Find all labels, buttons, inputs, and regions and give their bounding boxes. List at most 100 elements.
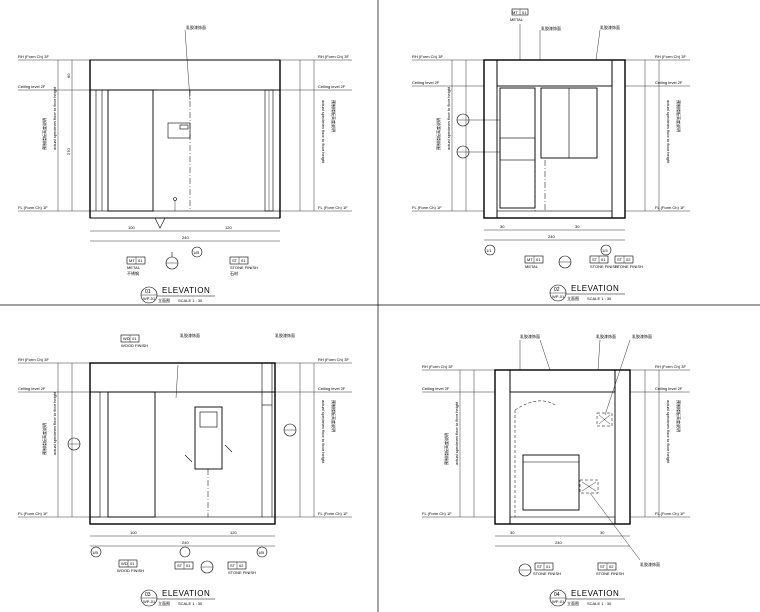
tag2-num: 01	[241, 258, 246, 263]
p3-dim-2: 120	[230, 530, 237, 535]
p3-grid-right: 1/B	[258, 550, 264, 555]
p2-leader-2: 乳胶漆饰面	[600, 24, 620, 30]
title-scale-04: SCALE 1 : 30	[587, 601, 612, 606]
title-ref-04: WP-01	[552, 599, 565, 604]
p3-dim-total: 240	[182, 540, 189, 545]
p2-toptag-en: METAL	[510, 17, 524, 22]
p2-tag3-num: 02	[626, 257, 631, 262]
p2-dim-2: 30	[575, 224, 580, 229]
level-label-left-mid: Ceiling level 2F	[18, 84, 46, 89]
vanity	[522, 454, 580, 511]
p3-level-right-top: RH (Form Ch) 3F	[318, 357, 349, 362]
p4-level-left-top: RH (Form Ch) 3F	[422, 364, 453, 369]
p3-level-left-top: RH (Form Ch) 3F	[18, 357, 49, 362]
p4-dim-1: 30	[510, 530, 515, 535]
p2-level-left-top: RH (Form Ch) 3F	[412, 54, 443, 59]
p2-tag3-code: ST	[617, 257, 623, 262]
mirror	[194, 406, 223, 470]
p3-level-right-bottom: FL (Form Ch) 1F	[318, 511, 348, 516]
side-note-cn-left: 预制楼板高度说明	[41, 118, 47, 150]
title-cn-03: 立面图	[158, 600, 170, 606]
title-ref-01: WP-01	[143, 296, 156, 301]
p2-tag1-code: MT	[527, 257, 533, 262]
panel-02: RH (Form Ch) 3F Ceiling level 2F FL (For…	[412, 8, 690, 302]
title-text-01: ELEVATION	[162, 286, 210, 295]
level-label-right-top: RH (Form Ch) 3F	[318, 54, 349, 59]
p3-leader-2: 乳胶漆饰面	[275, 332, 295, 338]
p3-tag2-code: ST	[177, 563, 183, 568]
panel-01: RH (Form Ch) 3F Ceiling level 2F FL (For…	[18, 24, 352, 304]
side-note-right: actual specimen floor to floor height	[321, 100, 326, 164]
p2-tag2-code: ST	[592, 257, 598, 262]
grid-bubble-left: 1/B	[193, 250, 199, 255]
panel-04: RH (Form Ch) 3F Ceiling level 2F FL (For…	[422, 333, 690, 607]
p4-tag2-en: STONE FINISH	[596, 571, 624, 576]
p4-tag2-code: ST	[600, 564, 606, 569]
p2-level-right-top: RH (Form Ch) 3F	[655, 54, 686, 59]
title-ref-03: WP-01	[143, 599, 156, 604]
p3-dim-1: 100	[130, 530, 137, 535]
p4-dim-total: 240	[555, 540, 562, 545]
title-cn-02: 立面图	[567, 295, 579, 301]
p4-tag1-num: 01	[546, 564, 551, 569]
p2-side-note-cn-right: 预制楼板高度说明	[676, 100, 682, 132]
p4-level-right-mid: Ceiling level 2F	[655, 386, 683, 391]
title-num-04: 04	[554, 592, 560, 598]
p4-level-left-bottom: FL (Form Ch) 1F	[422, 511, 452, 516]
leader-note: 乳胶漆饰面	[186, 24, 206, 30]
p2-level-left-mid: Ceiling level 2F	[412, 80, 440, 85]
p2-level-right-bottom: FL (Form Ch) 1F	[655, 205, 685, 210]
p2-leader-1: 乳胶漆饰面	[541, 25, 561, 31]
title-scale-01: SCALE 1 : 30	[178, 298, 203, 303]
tag2-code: ST	[232, 258, 238, 263]
level-label-left-bottom: FL (Form Ch) 1F	[18, 205, 48, 210]
p4-side-note-left: actual specimen floor to floor height	[454, 401, 459, 465]
title-cn-01: 立面图	[158, 297, 170, 303]
p3-side-note-cn-right: 预制楼板高度说明	[331, 400, 337, 432]
panel-03: RH (Form Ch) 3F Ceiling level 2F FL (For…	[18, 332, 352, 607]
tag1-num: 01	[138, 258, 143, 263]
p2-side-note-cn-left: 预制楼板高度说明	[435, 118, 441, 150]
p4-leader-1: 乳胶漆饰面	[520, 333, 540, 339]
fixture-box	[167, 122, 191, 139]
p2-tag3-en: STONE FINISH	[615, 264, 643, 269]
p2-tag2-num: 01	[601, 257, 606, 262]
p3-tag2-num: 01	[186, 563, 191, 568]
title-ref-02: WP-01	[552, 294, 565, 299]
dim-side-2: 270	[66, 148, 71, 155]
tag1-code: MT	[129, 258, 135, 263]
tag2-cn: 石材	[230, 270, 238, 276]
tag1-cn: 不锈钢	[127, 270, 139, 276]
tag2-en: STONE FINISH	[230, 265, 258, 270]
p2-grid-left: 1/1	[486, 248, 492, 253]
level-label-right-mid: Ceiling level 2F	[318, 84, 346, 89]
p4-dim-2: 30	[600, 530, 605, 535]
title-text-04: ELEVATION	[571, 589, 619, 598]
p2-side-note-left: actual specimen floor to floor height	[446, 86, 451, 150]
p2-dim-1: 30	[500, 224, 505, 229]
title-scale-03: SCALE 1 : 30	[178, 601, 203, 606]
p3-leader-1: 乳胶漆饰面	[180, 332, 200, 338]
wood-panel	[107, 89, 154, 212]
p4-side-note-cn-right: 预制楼板高度说明	[676, 400, 682, 432]
p3-level-left-bottom: FL (Form Ch) 1F	[18, 511, 48, 516]
p3-toptag-code: WD	[123, 336, 130, 341]
p3-tag3-num: 02	[239, 563, 244, 568]
p3-side-note-right: actual specimen floor to floor height	[321, 400, 326, 464]
title-cn-04: 立面图	[567, 600, 579, 606]
dim-bottom-1: 100	[128, 225, 135, 230]
p2-level-left-bottom: FL (Form Ch) 1F	[412, 205, 442, 210]
p3-side-note-cn-left: 预制楼板高度说明	[41, 423, 47, 455]
p3-tag1-num: 01	[130, 561, 135, 566]
p3-side-note-left: actual specimen floor to floor height	[52, 391, 57, 455]
p2-tag1-num: 01	[536, 257, 541, 262]
p4-leader-2: 乳胶漆饰面	[596, 333, 616, 339]
p2-tag2-en: STONE FINISH	[590, 264, 618, 269]
p4-leader-3: 乳胶漆饰面	[632, 333, 652, 339]
side-note-cn-right: 预制楼板高度说明	[331, 100, 337, 132]
p4-leader-4: 乳胶漆饰面	[640, 561, 660, 567]
p3-grid-left: 1/B	[92, 550, 98, 555]
title-scale-02: SCALE 1 : 30	[587, 296, 612, 301]
p4-level-right-bottom: FL (Form Ch) 1F	[655, 511, 685, 516]
p3-toptag-num: 01	[132, 336, 137, 341]
